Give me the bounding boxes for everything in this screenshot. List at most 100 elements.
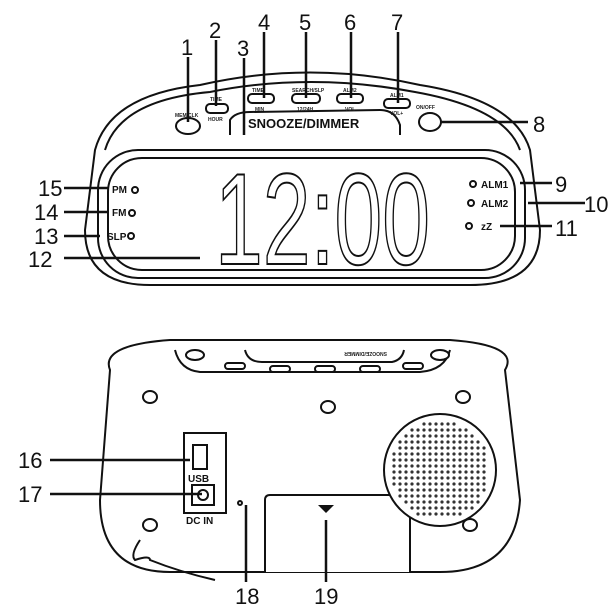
speaker-hole bbox=[428, 500, 432, 504]
speaker-hole bbox=[434, 488, 438, 492]
speaker-hole bbox=[476, 440, 480, 444]
speaker-hole bbox=[464, 458, 468, 462]
speaker-hole bbox=[452, 488, 456, 492]
speaker-hole bbox=[398, 482, 402, 486]
speaker-hole bbox=[464, 446, 468, 450]
speaker-hole bbox=[404, 470, 408, 474]
speaker-hole bbox=[476, 476, 480, 480]
foot bbox=[462, 518, 478, 532]
callout-12: 12 bbox=[28, 247, 52, 272]
speaker-hole bbox=[458, 452, 462, 456]
speaker-hole bbox=[428, 512, 432, 516]
speaker-hole bbox=[440, 500, 444, 504]
speaker-hole bbox=[428, 470, 432, 474]
speaker-hole bbox=[446, 422, 450, 426]
speaker-hole bbox=[416, 464, 420, 468]
front-view: SNOOZE/DIMMER MEM/CLK TIME HOUR TIME MIN… bbox=[83, 71, 542, 293]
speaker-hole bbox=[434, 470, 438, 474]
speaker-hole bbox=[458, 488, 462, 492]
speaker-hole bbox=[410, 470, 414, 474]
speaker-hole bbox=[422, 470, 426, 474]
speaker-hole bbox=[458, 470, 462, 474]
callout-10: 10 bbox=[584, 192, 608, 217]
zz-indicator: zZ bbox=[481, 222, 492, 233]
callout-5: 5 bbox=[299, 10, 311, 35]
speaker-hole bbox=[446, 458, 450, 462]
speaker-hole bbox=[464, 452, 468, 456]
speaker-hole bbox=[416, 452, 420, 456]
speaker-hole bbox=[416, 428, 420, 432]
pm-indicator: PM bbox=[112, 185, 127, 196]
speaker-hole bbox=[452, 440, 456, 444]
reset-hole[interactable] bbox=[237, 500, 243, 506]
speaker-hole bbox=[464, 428, 468, 432]
battery-door[interactable] bbox=[264, 494, 411, 572]
speaker-hole bbox=[434, 500, 438, 504]
speaker-hole bbox=[458, 506, 462, 510]
speaker-hole bbox=[392, 458, 396, 462]
speaker-hole bbox=[434, 458, 438, 462]
speaker-hole bbox=[476, 500, 480, 504]
speaker-hole bbox=[464, 488, 468, 492]
speaker-hole bbox=[440, 506, 444, 510]
speaker-hole bbox=[452, 422, 456, 426]
speaker-hole bbox=[458, 428, 462, 432]
callout-7: 7 bbox=[391, 10, 403, 35]
speaker-hole bbox=[404, 464, 408, 468]
speaker-hole bbox=[410, 494, 414, 498]
speaker-hole bbox=[452, 500, 456, 504]
speaker-hole bbox=[452, 506, 456, 510]
foot bbox=[320, 400, 336, 414]
speaker-hole bbox=[428, 476, 432, 480]
speaker-hole bbox=[464, 494, 468, 498]
speaker-hole bbox=[458, 464, 462, 468]
speaker-hole bbox=[464, 434, 468, 438]
speaker-hole bbox=[398, 464, 402, 468]
callout-3: 3 bbox=[237, 36, 249, 61]
fm-indicator: FM bbox=[112, 208, 126, 219]
speaker-hole bbox=[464, 482, 468, 486]
speaker-hole bbox=[452, 512, 456, 516]
speaker-hole bbox=[464, 464, 468, 468]
usb-port[interactable] bbox=[192, 444, 208, 470]
speaker-hole bbox=[476, 482, 480, 486]
speaker-hole bbox=[428, 440, 432, 444]
foot bbox=[142, 518, 158, 532]
speaker-hole bbox=[446, 512, 450, 516]
speaker-hole bbox=[446, 464, 450, 468]
speaker-hole bbox=[410, 476, 414, 480]
callout-15: 15 bbox=[38, 176, 62, 201]
speaker-hole bbox=[428, 458, 432, 462]
speaker-hole bbox=[404, 458, 408, 462]
speaker-hole bbox=[428, 422, 432, 426]
speaker-hole bbox=[440, 476, 444, 480]
snooze-button[interactable] bbox=[229, 108, 401, 135]
slp-indicator: SLP bbox=[107, 232, 127, 243]
speaker-hole bbox=[458, 500, 462, 504]
speaker-hole bbox=[476, 458, 480, 462]
speaker-hole bbox=[470, 476, 474, 480]
speaker-hole bbox=[452, 494, 456, 498]
speaker-hole bbox=[416, 512, 420, 516]
speaker-hole bbox=[458, 458, 462, 462]
speaker-hole bbox=[434, 422, 438, 426]
speaker-grille bbox=[383, 413, 497, 527]
on-off-button[interactable] bbox=[418, 112, 442, 132]
speaker-hole bbox=[458, 494, 462, 498]
speaker-hole bbox=[440, 452, 444, 456]
speaker-hole bbox=[422, 494, 426, 498]
speaker-hole bbox=[440, 434, 444, 438]
speaker-hole bbox=[404, 446, 408, 450]
speaker-hole bbox=[404, 452, 408, 456]
speaker-hole bbox=[416, 500, 420, 504]
speaker-hole bbox=[434, 512, 438, 516]
speaker-hole bbox=[422, 446, 426, 450]
speaker-hole bbox=[416, 494, 420, 498]
speaker-hole bbox=[452, 464, 456, 468]
callout-17: 17 bbox=[18, 482, 42, 507]
time-min-button[interactable] bbox=[247, 93, 275, 104]
speaker-hole bbox=[410, 428, 414, 432]
speaker-hole bbox=[404, 440, 408, 444]
callout-9: 9 bbox=[555, 172, 567, 197]
search-slp-label: SEARCH/SLP bbox=[292, 88, 325, 94]
